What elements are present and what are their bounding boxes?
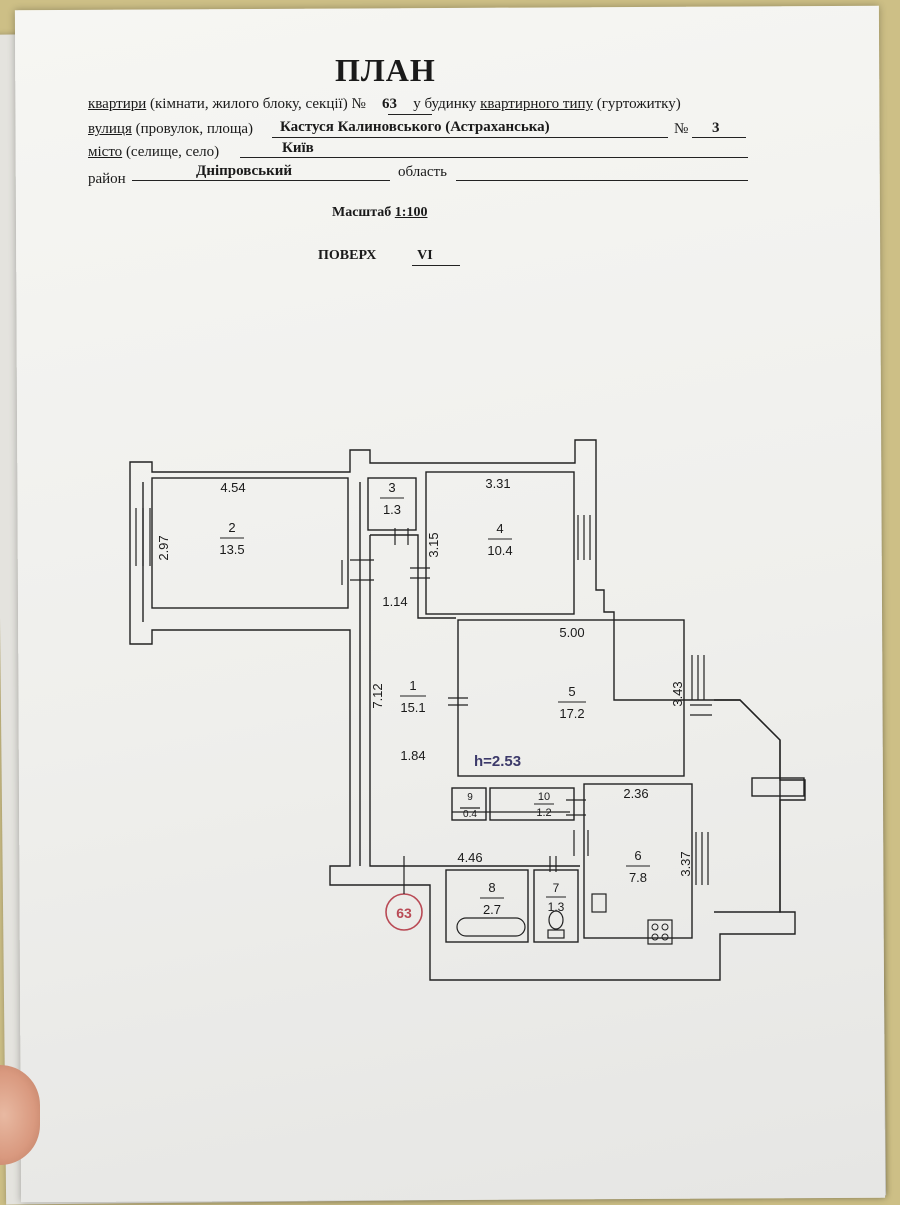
document-title: ПЛАН xyxy=(335,52,436,88)
room-8-area: 2.7 xyxy=(483,902,501,917)
dimension-4-54: 4.54 xyxy=(220,480,245,495)
room-6-area: 7.8 xyxy=(629,870,647,885)
dimension-5-00: 5.00 xyxy=(559,625,584,640)
label-apartment-rest: (кімнати, жилого блоку, секції) № xyxy=(150,96,366,112)
bathtub-icon xyxy=(456,917,526,937)
line-city: місто (селище, село) xyxy=(88,144,219,161)
apartment-number: 63 xyxy=(382,96,397,112)
room-1-number: 1 xyxy=(409,678,416,693)
line-apartment: квартири (кімнати, жилого блоку, секції)… xyxy=(88,96,681,113)
dimension-7-12: 7.12 xyxy=(370,683,385,708)
street-name: Кастуся Калиновського (Астраханська) xyxy=(280,119,550,135)
room-1-area: 15.1 xyxy=(400,700,425,715)
room-9-number: 9 xyxy=(467,792,473,803)
stove-icon xyxy=(647,919,673,945)
house-number: 3 xyxy=(712,120,720,136)
label-number: № xyxy=(674,121,689,137)
dimension-3-43: 3.43 xyxy=(670,681,685,706)
room-4-number: 4 xyxy=(496,521,503,536)
scale-value: 1:100 xyxy=(394,205,428,220)
label-region: область xyxy=(398,164,447,180)
dimension-4-46: 4.46 xyxy=(457,850,482,865)
dimension-1-14: 1.14 xyxy=(382,594,407,609)
room-7-area: 1.3 xyxy=(548,900,565,914)
room-8-number: 8 xyxy=(488,880,495,895)
room-3-area: 1.3 xyxy=(383,502,401,517)
city-name: Київ xyxy=(282,140,314,156)
room-10-number: 10 xyxy=(538,791,550,803)
scale: Масштаб 1:100 xyxy=(332,205,427,221)
room-9-area: 0.4 xyxy=(463,809,477,820)
floor-label: ПОВЕРХ xyxy=(318,248,377,263)
label-city: місто xyxy=(88,144,123,160)
dimension-2-36: 2.36 xyxy=(623,786,648,801)
sink-icon xyxy=(591,893,607,913)
label-building: у будинку xyxy=(413,96,477,112)
dimension-1-84: 1.84 xyxy=(400,748,425,763)
scale-label: Масштаб xyxy=(332,205,392,220)
label-street-rest: (провулок, площа) xyxy=(135,121,254,137)
room-6-number: 6 xyxy=(634,848,641,863)
room-10-area: 1.2 xyxy=(536,807,551,819)
room-5-number: 5 xyxy=(568,684,575,699)
apartment-marker: 63 xyxy=(396,905,412,921)
label-district: район xyxy=(88,171,126,187)
floor-value: VI xyxy=(417,248,433,263)
label-dormitory: (гуртожитку) xyxy=(596,96,681,112)
room-7-number: 7 xyxy=(553,881,560,895)
dimension-3-31: 3.31 xyxy=(485,476,510,491)
ceiling-height: h=2.53 xyxy=(474,753,521,770)
room-3-number: 3 xyxy=(388,480,395,495)
room-4-area: 10.4 xyxy=(487,543,512,558)
district-name: Дніпровський xyxy=(196,163,293,179)
floor: ПОВЕРХ VI xyxy=(318,248,448,264)
label-city-rest: (селище, село) xyxy=(125,144,220,160)
label-building-type: квартирного типу xyxy=(480,96,594,112)
room-5-area: 17.2 xyxy=(559,706,584,721)
room-2-number: 2 xyxy=(228,520,235,535)
room-2-area: 13.5 xyxy=(219,542,244,557)
dimension-2-97: 2.97 xyxy=(156,535,171,560)
label-street: вулиця xyxy=(88,121,132,137)
line-street: вулиця (провулок, площа) xyxy=(88,121,253,138)
dimension-3-37: 3.37 xyxy=(678,851,693,876)
dimension-3-15: 3.15 xyxy=(426,532,441,557)
label-kvartyry: квартири xyxy=(88,96,147,112)
toilet-icon xyxy=(548,910,564,930)
